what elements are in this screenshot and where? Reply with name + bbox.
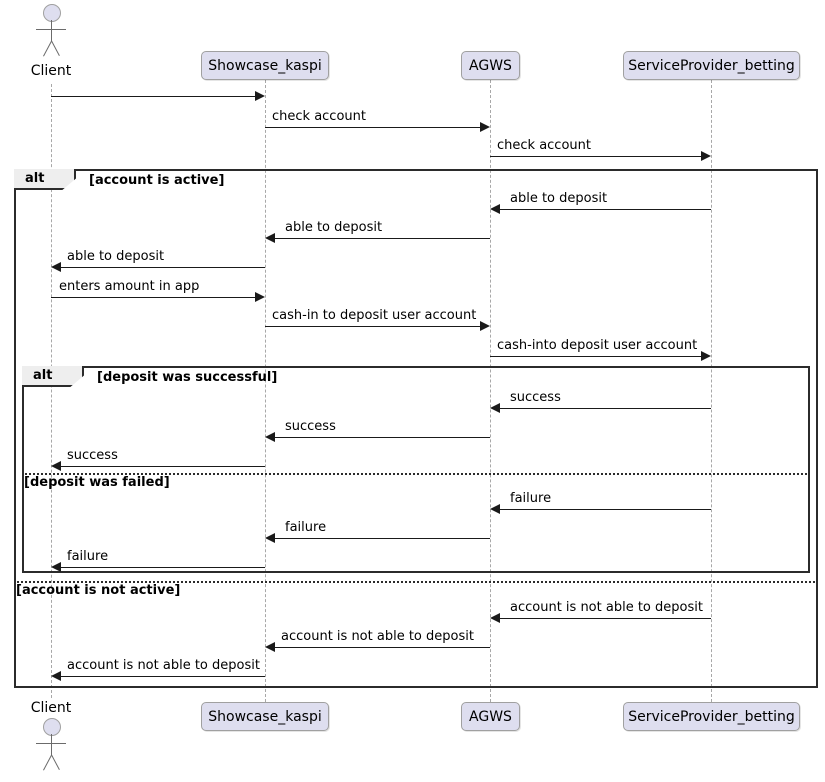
message-line-m15 bbox=[61, 567, 265, 568]
message-line-m1 bbox=[51, 96, 255, 97]
participant-agws-bottom[interactable]: AGWS bbox=[461, 702, 520, 731]
fragment-outer-alt-condition-1: [account is active] bbox=[89, 173, 225, 188]
message-label-m8: cash-in to deposit user account bbox=[272, 308, 477, 323]
message-label-m10: success bbox=[510, 390, 561, 405]
message-line-m4 bbox=[500, 209, 711, 210]
actor-leg-left-icon bbox=[43, 755, 52, 771]
message-arrowhead-m1 bbox=[255, 91, 265, 101]
participant-label-showcase-bottom: Showcase_kaspi bbox=[208, 708, 322, 725]
fragment-inner-alt bbox=[22, 366, 810, 573]
message-label-m12: success bbox=[67, 448, 118, 463]
message-line-m12 bbox=[61, 466, 265, 467]
message-arrowhead-m5 bbox=[265, 233, 275, 243]
fragment-inner-alt-operator-label: alt bbox=[33, 368, 53, 383]
message-arrowhead-m4 bbox=[490, 204, 500, 214]
fragment-outer-alt bbox=[14, 169, 818, 688]
fragment-outer-alt-operator-tab: alt bbox=[14, 169, 76, 190]
participant-serviceprovider-top[interactable]: ServiceProvider_betting bbox=[623, 51, 800, 80]
message-line-m10 bbox=[500, 408, 711, 409]
message-arrowhead-m9 bbox=[701, 351, 711, 361]
participant-agws-top[interactable]: AGWS bbox=[461, 51, 520, 80]
actor-leg-right-icon bbox=[51, 40, 60, 57]
message-label-m17: account is not able to deposit bbox=[281, 629, 474, 644]
message-label-m4: able to deposit bbox=[510, 191, 608, 206]
participant-serviceprovider-bottom[interactable]: ServiceProvider_betting bbox=[623, 702, 800, 731]
fragment-outer-alt-divider bbox=[14, 581, 818, 583]
message-line-m16 bbox=[500, 618, 711, 619]
actor-leg-right-icon bbox=[51, 754, 60, 771]
message-line-m8 bbox=[265, 326, 480, 327]
message-label-m16: account is not able to deposit bbox=[510, 600, 703, 615]
message-line-m9 bbox=[490, 356, 701, 357]
participant-label-agws-bottom: AGWS bbox=[469, 708, 512, 725]
actor-body-icon bbox=[51, 20, 52, 41]
message-arrowhead-m6 bbox=[51, 262, 61, 272]
actor-head-icon bbox=[43, 4, 61, 22]
message-arrowhead-m11 bbox=[265, 432, 275, 442]
actor-body-icon bbox=[51, 734, 52, 755]
actor-leg-left-icon bbox=[43, 41, 52, 57]
participant-label-serviceprovider-bottom: ServiceProvider_betting bbox=[628, 708, 795, 725]
message-line-m2 bbox=[265, 127, 480, 128]
message-label-m18: account is not able to deposit bbox=[67, 658, 260, 673]
message-arrowhead-m12 bbox=[51, 461, 61, 471]
actor-arms-icon bbox=[36, 743, 66, 744]
message-line-m14 bbox=[275, 538, 490, 539]
lifeline-client bbox=[51, 84, 52, 698]
lifeline-showcase bbox=[265, 80, 266, 702]
participant-label-serviceprovider-top: ServiceProvider_betting bbox=[628, 57, 795, 74]
participant-showcase-bottom[interactable]: Showcase_kaspi bbox=[201, 702, 329, 731]
message-label-m11: success bbox=[285, 419, 336, 434]
participant-label-client-top: Client bbox=[30, 63, 72, 79]
message-line-m17 bbox=[275, 647, 490, 648]
message-label-m14: failure bbox=[285, 520, 327, 535]
participant-label-client-bottom: Client bbox=[30, 700, 72, 716]
message-arrowhead-m8 bbox=[480, 321, 490, 331]
message-label-m13: failure bbox=[510, 491, 552, 506]
fragment-inner-alt-condition-2: [deposit was failed] bbox=[24, 475, 170, 490]
fragment-inner-alt-divider bbox=[22, 473, 810, 475]
message-line-m18 bbox=[61, 676, 265, 677]
message-label-m7: enters amount in app bbox=[59, 279, 200, 294]
message-label-m5: able to deposit bbox=[285, 220, 383, 235]
message-label-m6: able to deposit bbox=[67, 249, 165, 264]
message-arrowhead-m13 bbox=[490, 504, 500, 514]
lifeline-agws bbox=[490, 80, 491, 702]
message-arrowhead-m18 bbox=[51, 671, 61, 681]
message-arrowhead-m2 bbox=[480, 122, 490, 132]
actor-arms-icon bbox=[36, 29, 66, 30]
actor-head-icon bbox=[43, 718, 61, 736]
message-arrowhead-m7 bbox=[255, 292, 265, 302]
message-line-m3 bbox=[490, 156, 701, 157]
message-label-m3: check account bbox=[497, 138, 591, 153]
message-label-m15: failure bbox=[67, 549, 109, 564]
message-line-m6 bbox=[61, 267, 265, 268]
fragment-outer-alt-condition-2: [account is not active] bbox=[16, 583, 181, 598]
fragment-inner-alt-operator-tab: alt bbox=[22, 366, 84, 387]
message-line-m13 bbox=[500, 509, 711, 510]
message-label-m2: check account bbox=[272, 109, 366, 124]
message-arrowhead-m14 bbox=[265, 533, 275, 543]
participant-label-showcase-top: Showcase_kaspi bbox=[208, 57, 322, 74]
participant-showcase-top[interactable]: Showcase_kaspi bbox=[201, 51, 329, 80]
message-arrowhead-m10 bbox=[490, 403, 500, 413]
message-line-m7 bbox=[51, 297, 255, 298]
message-arrowhead-m17 bbox=[265, 642, 275, 652]
fragment-inner-alt-condition-1: [deposit was successful] bbox=[97, 370, 278, 385]
participant-label-agws-top: AGWS bbox=[469, 57, 512, 74]
message-label-m9: cash-into deposit user account bbox=[497, 338, 698, 353]
message-arrowhead-m15 bbox=[51, 562, 61, 572]
lifeline-sp bbox=[711, 80, 712, 702]
fragment-outer-alt-operator-label: alt bbox=[25, 171, 45, 186]
message-line-m11 bbox=[275, 437, 490, 438]
message-arrowhead-m16 bbox=[490, 613, 500, 623]
message-line-m5 bbox=[275, 238, 490, 239]
message-arrowhead-m3 bbox=[701, 151, 711, 161]
